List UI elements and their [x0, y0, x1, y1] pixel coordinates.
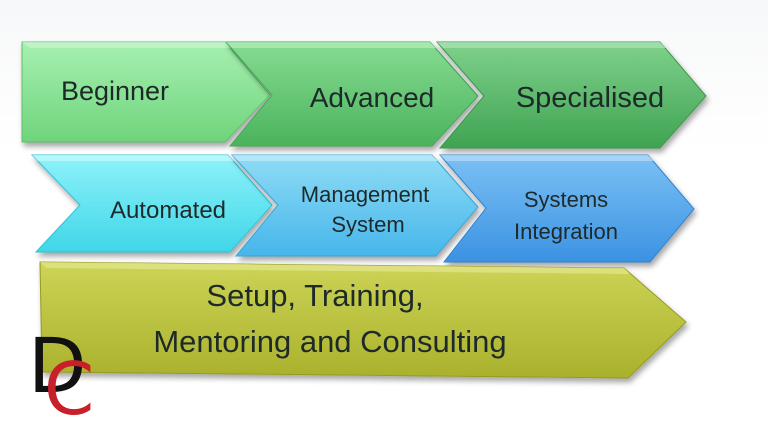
arrow-specialised-label: Specialised [516, 82, 664, 114]
logo-letter-d: D [28, 321, 87, 410]
dc-logo: D C [28, 321, 94, 429]
arrow-setup-training [39, 261, 687, 379]
arrow-beginner-label: Beginner [61, 76, 169, 106]
arrow-automated-label: Automated [110, 197, 226, 224]
arrow-advanced-label: Advanced [310, 82, 435, 113]
arrow-automated [30, 154, 273, 253]
arrow-systems-integration [438, 154, 695, 263]
arrow-specialised [435, 41, 707, 149]
arrow-management-system [230, 154, 479, 257]
arrow-management-label-line2: System [331, 212, 404, 237]
arrow-beginner [21, 41, 271, 143]
logo-letter-c: C [44, 347, 94, 429]
arrow-systems-label-line2: Integration [514, 219, 618, 244]
arrow-systems-label-line1: Systems [524, 187, 608, 212]
arrow-management-label-line1: Management [301, 182, 429, 207]
arrow-advanced [224, 41, 479, 147]
arrow-setup-label-line1: Setup, Training, [206, 278, 423, 313]
arrow-setup-label-line2: Mentoring and Consulting [153, 324, 506, 359]
